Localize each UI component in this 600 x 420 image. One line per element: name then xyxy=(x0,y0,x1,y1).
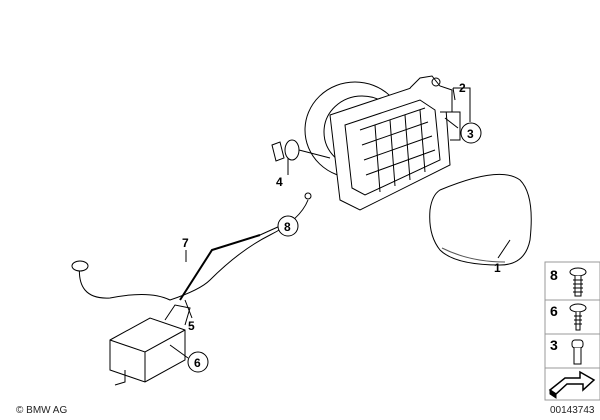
callout-4: 4 xyxy=(276,175,283,189)
screw-icon xyxy=(569,303,587,331)
actuator xyxy=(109,304,191,386)
callout-6: 6 xyxy=(194,356,201,370)
callout-3: 3 xyxy=(467,127,474,141)
legend-number-3: 3 xyxy=(550,337,558,353)
arrow-icon xyxy=(548,370,596,399)
callout-circle-6 xyxy=(187,351,209,373)
rivet-part xyxy=(271,139,331,162)
fuel-flap xyxy=(429,173,532,266)
pin-icon xyxy=(571,339,584,365)
filler-housing xyxy=(304,75,461,211)
copyright: © BMW AG xyxy=(16,405,68,416)
legend-panel: 8 6 3 xyxy=(544,261,600,401)
callout-5: 5 xyxy=(188,319,195,333)
release-cable xyxy=(78,199,309,301)
document-number: 00143743 xyxy=(550,405,595,416)
legend-number-6: 6 xyxy=(550,303,558,319)
callout-2: 2 xyxy=(459,81,466,95)
legend-number-8: 8 xyxy=(550,267,558,283)
callout-8: 8 xyxy=(284,220,291,234)
callout-circle-8 xyxy=(277,215,299,237)
callout-circle-3 xyxy=(460,122,482,144)
callout-7: 7 xyxy=(182,236,189,250)
screw-icon xyxy=(569,267,587,297)
callout-1: 1 xyxy=(494,261,501,275)
